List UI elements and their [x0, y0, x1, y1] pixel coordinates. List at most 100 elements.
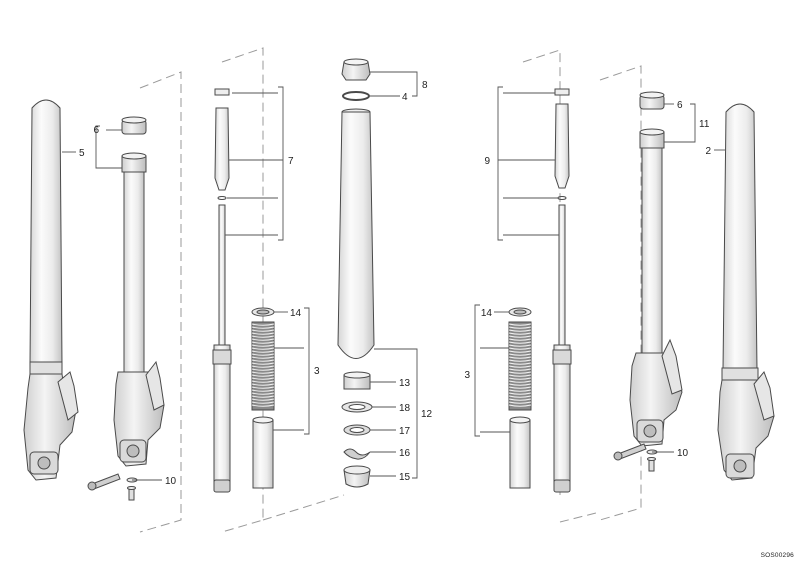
cr-cartridge-foot [553, 479, 571, 493]
center-dust-seal-part15 [343, 469, 371, 488]
center-cap-top [343, 58, 369, 66]
spring-coil [251, 362, 275, 365]
left-inner-axle-hole [126, 444, 140, 458]
spring-coil [251, 368, 275, 371]
cl-spring-seat-inner [256, 309, 270, 315]
cr-spring-coils [508, 323, 532, 407]
spring-coil [508, 383, 532, 386]
spring-coil [508, 398, 532, 401]
leader-lines [62, 71, 726, 481]
center-washer-inner [348, 404, 366, 410]
right-outer-tube [722, 103, 758, 371]
spring-coil [251, 383, 275, 386]
right-foot-caliper-mount [753, 371, 775, 421]
spring-coil [251, 392, 275, 395]
callout-center-15: 15 [399, 472, 411, 483]
spring-coil [251, 404, 275, 407]
center-outer-tube [337, 111, 375, 359]
bracket-left-6 [95, 125, 100, 169]
bracket-12 [412, 348, 418, 479]
right-inner-caliper-mount [661, 338, 683, 395]
left-inner-caliper-mount [145, 360, 165, 411]
left-foot-axle-hole [37, 456, 51, 470]
cr-cartridge-body [553, 344, 571, 491]
dashed-outline-center-b [262, 494, 345, 521]
cl-damper-rod [218, 204, 226, 346]
cr-damper-rod [558, 204, 566, 346]
cr-cartridge-ring [552, 349, 572, 365]
spring-coil [251, 386, 275, 389]
callout-cartridge-right: 9 [484, 156, 490, 167]
left-tube-collar-ellipse [121, 152, 147, 160]
spring-coil [251, 332, 275, 335]
callout-labels: 5 6 10 7 14 3 8 4 13 18 17 16 15 12 9 14… [79, 80, 711, 487]
callout-right-fork: 2 [705, 146, 711, 157]
diagram-code: SOS00296 [761, 552, 795, 559]
spring-coil [508, 389, 532, 392]
spring-coil [508, 386, 532, 389]
spring-coil [251, 335, 275, 338]
cl-spring-coils [251, 323, 275, 407]
cl-top-washer-body [214, 88, 230, 96]
spring-coil [508, 368, 532, 371]
right-bolt-washer-group [613, 443, 658, 472]
spring-coil [508, 353, 532, 356]
spring-coil [508, 326, 532, 329]
spring-coil [251, 353, 275, 356]
spring-coil [508, 395, 532, 398]
spring-coil [508, 401, 532, 404]
spring-coil [508, 356, 532, 359]
cr-upper-rod [554, 103, 570, 189]
left-bolt-head [87, 481, 97, 491]
callout-center-18: 18 [399, 403, 411, 414]
center-left-cartridge [212, 88, 232, 493]
callout-left-cap: 6 [93, 125, 99, 136]
callout-spring-left: 3 [314, 366, 320, 377]
spring-coil [251, 356, 275, 359]
bracket-7 [278, 86, 284, 241]
bracket-3-left [304, 307, 310, 435]
bracket-8 [412, 71, 418, 97]
right-inner-tube [641, 147, 663, 354]
spring-coil [251, 401, 275, 404]
right-pin-head [647, 457, 656, 461]
left-inner-tube [123, 171, 145, 373]
spring-coil [508, 329, 532, 332]
spring-coil [251, 347, 275, 350]
center-seal-inner [349, 427, 365, 433]
spring-coil [508, 371, 532, 374]
left-top-cap-top [121, 116, 147, 124]
spring-coil [251, 359, 275, 362]
callout-center-16: 16 [399, 448, 411, 459]
spring-coil [251, 389, 275, 392]
callout-spring-seat-right: 14 [481, 308, 493, 319]
spring-coil [508, 362, 532, 365]
spring-coil [508, 341, 532, 344]
bracket-3-right [474, 304, 480, 437]
right-inner-axle-hole [643, 424, 657, 438]
callout-cartridge-left: 7 [288, 156, 294, 167]
left-foot-caliper-mount [57, 371, 79, 421]
spring-coil [251, 341, 275, 344]
spring-coil [508, 365, 532, 368]
right-bolt-head [613, 451, 623, 461]
spring-coil [508, 359, 532, 362]
spring-coil [508, 347, 532, 350]
callout-right-bolt: 10 [677, 448, 689, 459]
spring-coil [251, 365, 275, 368]
cl-cartridge-body [213, 344, 231, 491]
left-outer-tube [29, 99, 63, 366]
right-top-cap-top [639, 91, 665, 99]
cl-spacer-top [252, 416, 274, 424]
center-bushing-top [343, 371, 371, 379]
bracket-9 [497, 86, 503, 241]
callout-center-oring: 4 [402, 92, 408, 103]
callout-center-cap: 8 [422, 80, 428, 91]
cl-spacer-tube [252, 419, 274, 489]
spring-coil [251, 380, 275, 383]
dashed-assembly-outlines [139, 47, 642, 533]
left-fork-leg-assembly [23, 99, 79, 481]
spring-coil [251, 338, 275, 341]
